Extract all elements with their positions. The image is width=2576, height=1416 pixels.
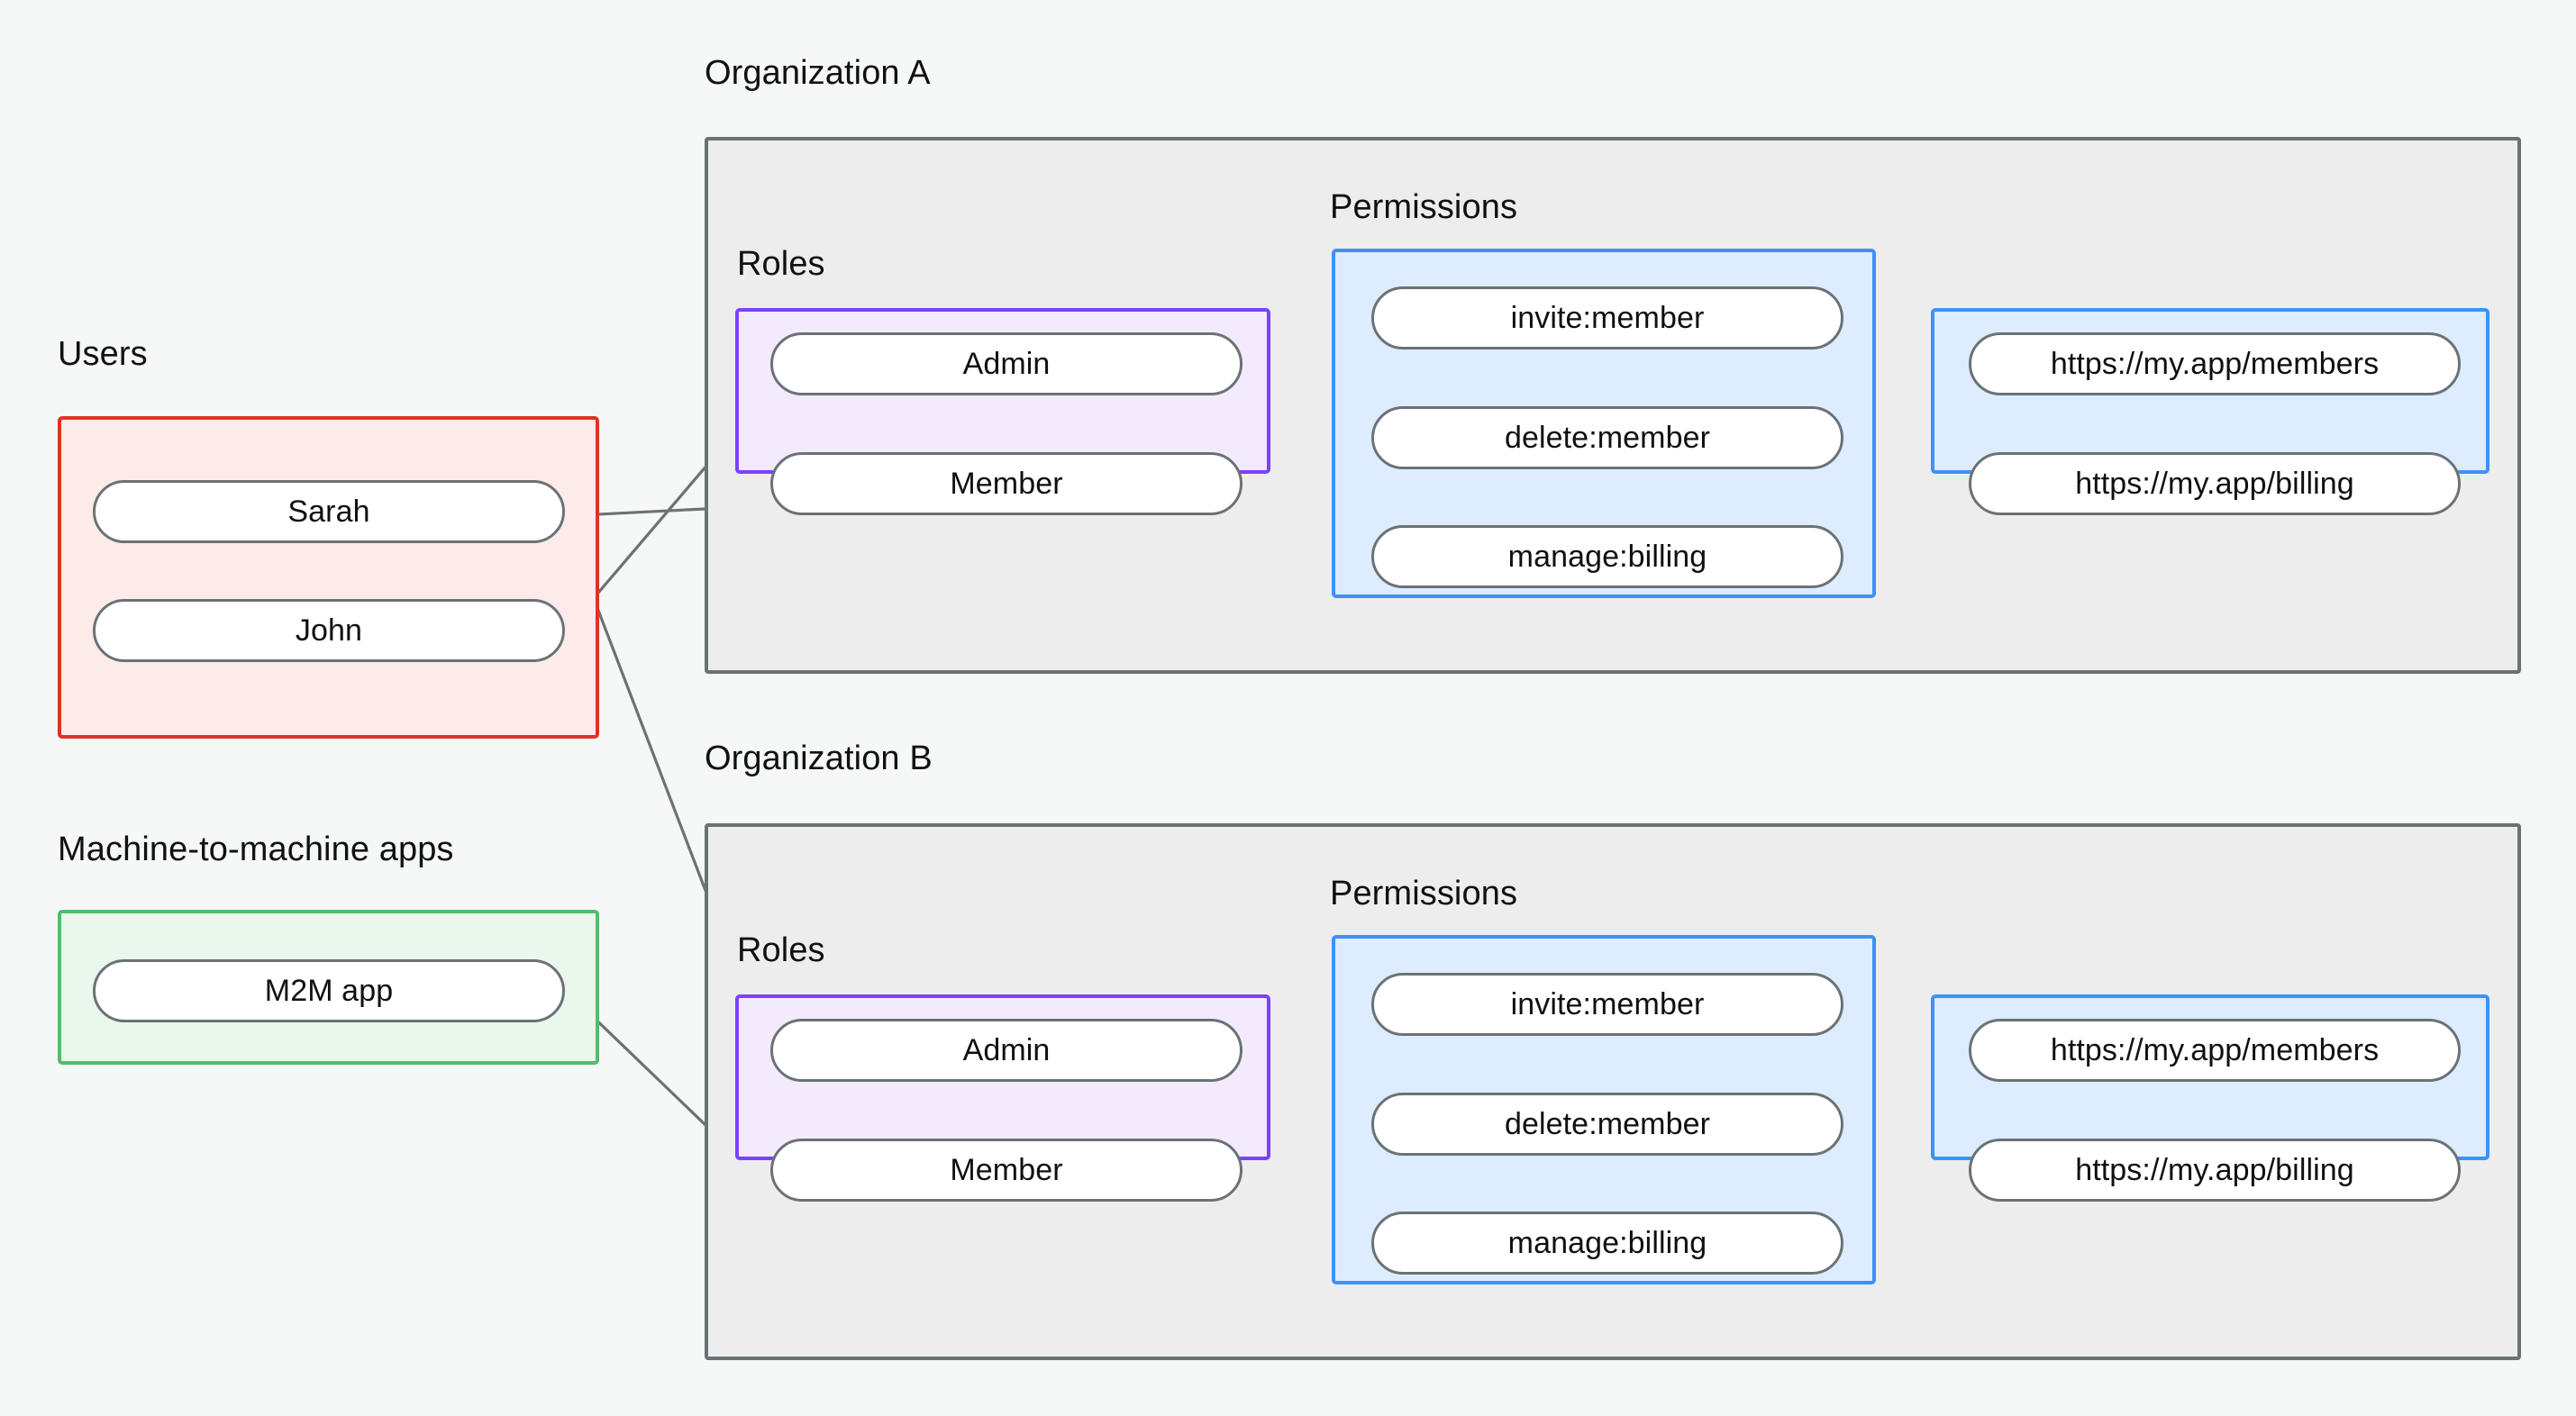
org-b-permissions-caption: Permissions	[1330, 875, 1518, 912]
api-resource-node-billing[interactable]: https://my.app/billing	[1969, 452, 2461, 515]
user-node-john[interactable]: John	[93, 599, 565, 662]
permission-node-manage-billing[interactable]: manage:billing	[1371, 1212, 1843, 1275]
api-resource-node-billing[interactable]: https://my.app/billing	[1969, 1139, 2461, 1202]
role-node-member[interactable]: Member	[770, 452, 1242, 515]
permission-node-invite-member[interactable]: invite:member	[1371, 973, 1843, 1036]
permission-node-invite-member[interactable]: invite:member	[1371, 286, 1843, 349]
permission-node-delete-member[interactable]: delete:member	[1371, 406, 1843, 469]
api-resource-label: https://my.app/billing	[2075, 466, 2354, 501]
role-node-member[interactable]: Member	[770, 1139, 1242, 1202]
user-label: John	[295, 613, 363, 648]
users-caption: Users	[58, 335, 148, 373]
role-node-admin[interactable]: Admin	[770, 1019, 1242, 1082]
role-label: Member	[950, 466, 1063, 501]
permission-label: delete:member	[1504, 1106, 1711, 1141]
permission-node-delete-member[interactable]: delete:member	[1371, 1093, 1843, 1156]
permission-label: invite:member	[1510, 986, 1705, 1021]
api-resource-label: https://my.app/members	[2050, 1032, 2380, 1067]
org-a-caption: Organization A	[705, 54, 931, 92]
org-b-api-resources-group: https://my.app/members https://my.app/bi…	[1931, 994, 2490, 1202]
org-b-container: Roles Permissions API resources Admin Me…	[705, 823, 2521, 1360]
org-a-api-resources-group: https://my.app/members https://my.app/bi…	[1931, 308, 2490, 515]
role-label: Admin	[962, 1032, 1051, 1067]
org-a-permissions-group: invite:member delete:member manage:billi…	[1332, 249, 1876, 598]
api-resource-label: https://my.app/billing	[2075, 1152, 2354, 1187]
org-a-roles-caption: Roles	[737, 245, 825, 283]
org-a-container: Roles Permissions API resources Admin Me…	[705, 137, 2521, 674]
role-label: Admin	[962, 346, 1051, 381]
user-node-sarah[interactable]: Sarah	[93, 480, 565, 543]
org-a-roles-group: Admin Member	[735, 308, 1270, 515]
users-group: Sarah John	[58, 416, 599, 739]
m2m-app-node[interactable]: M2M app	[93, 959, 565, 1022]
api-resource-node-members[interactable]: https://my.app/members	[1969, 332, 2461, 395]
permission-node-manage-billing[interactable]: manage:billing	[1371, 525, 1843, 588]
m2m-caption: Machine-to-machine apps	[58, 831, 454, 868]
permission-label: manage:billing	[1507, 539, 1707, 574]
permission-label: delete:member	[1504, 420, 1711, 455]
permission-label: manage:billing	[1507, 1225, 1707, 1260]
org-b-roles-caption: Roles	[737, 931, 825, 969]
user-label: Sarah	[287, 494, 370, 529]
m2m-app-label: M2M app	[264, 973, 394, 1008]
org-b-roles-group: Admin Member	[735, 994, 1270, 1202]
m2m-group: M2M app	[58, 910, 599, 1065]
api-resource-label: https://my.app/members	[2050, 346, 2380, 381]
org-b-caption: Organization B	[705, 740, 933, 777]
permission-label: invite:member	[1510, 300, 1705, 335]
org-b-permissions-group: invite:member delete:member manage:billi…	[1332, 935, 1876, 1284]
role-label: Member	[950, 1152, 1063, 1187]
org-a-permissions-caption: Permissions	[1330, 188, 1518, 226]
role-node-admin[interactable]: Admin	[770, 332, 1242, 395]
api-resource-node-members[interactable]: https://my.app/members	[1969, 1019, 2461, 1082]
